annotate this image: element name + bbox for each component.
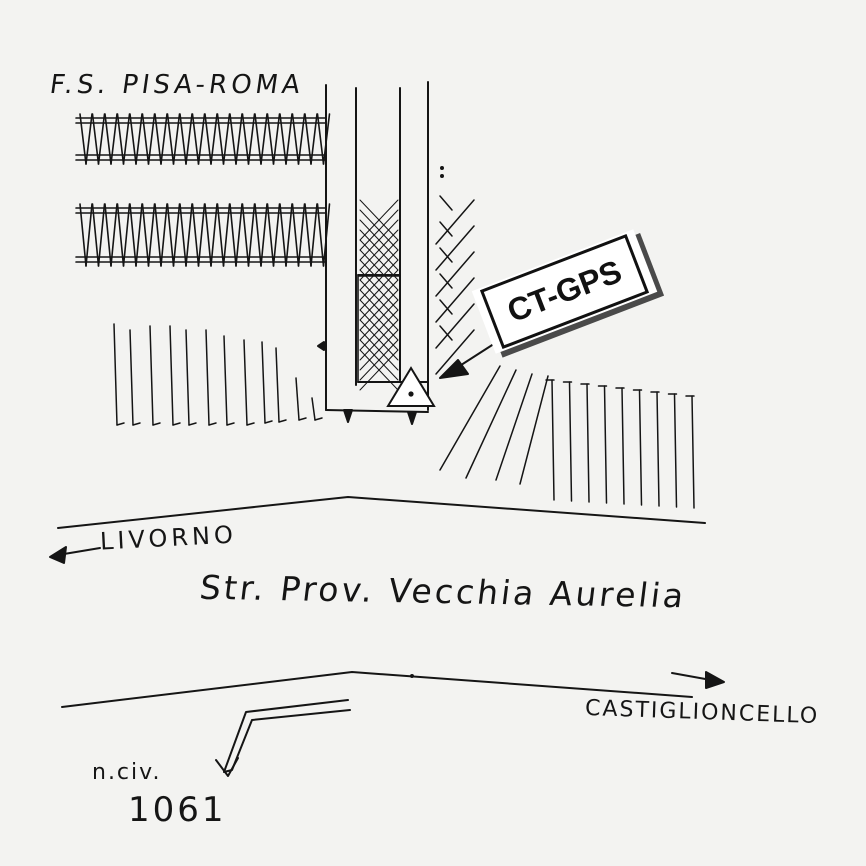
callout-pointer [439,339,501,379]
road-edges [57,496,706,708]
triangle-dot-icon [386,366,436,407]
arrow-right-icon [671,671,725,689]
arrow-left-icon [49,546,101,564]
station-building [317,81,429,425]
civic-prefix-label: n.civ. [92,760,162,785]
parking-right [545,379,695,509]
railway-label: F.S. PISA-ROMA [47,70,306,100]
arrow-down-left-icon [215,699,351,777]
parking-left [113,323,323,426]
parking-diagonal [435,195,549,485]
crosshatch-area [359,199,399,391]
civic-number-label: 1061 [128,790,227,830]
railway-tracks [75,113,331,267]
